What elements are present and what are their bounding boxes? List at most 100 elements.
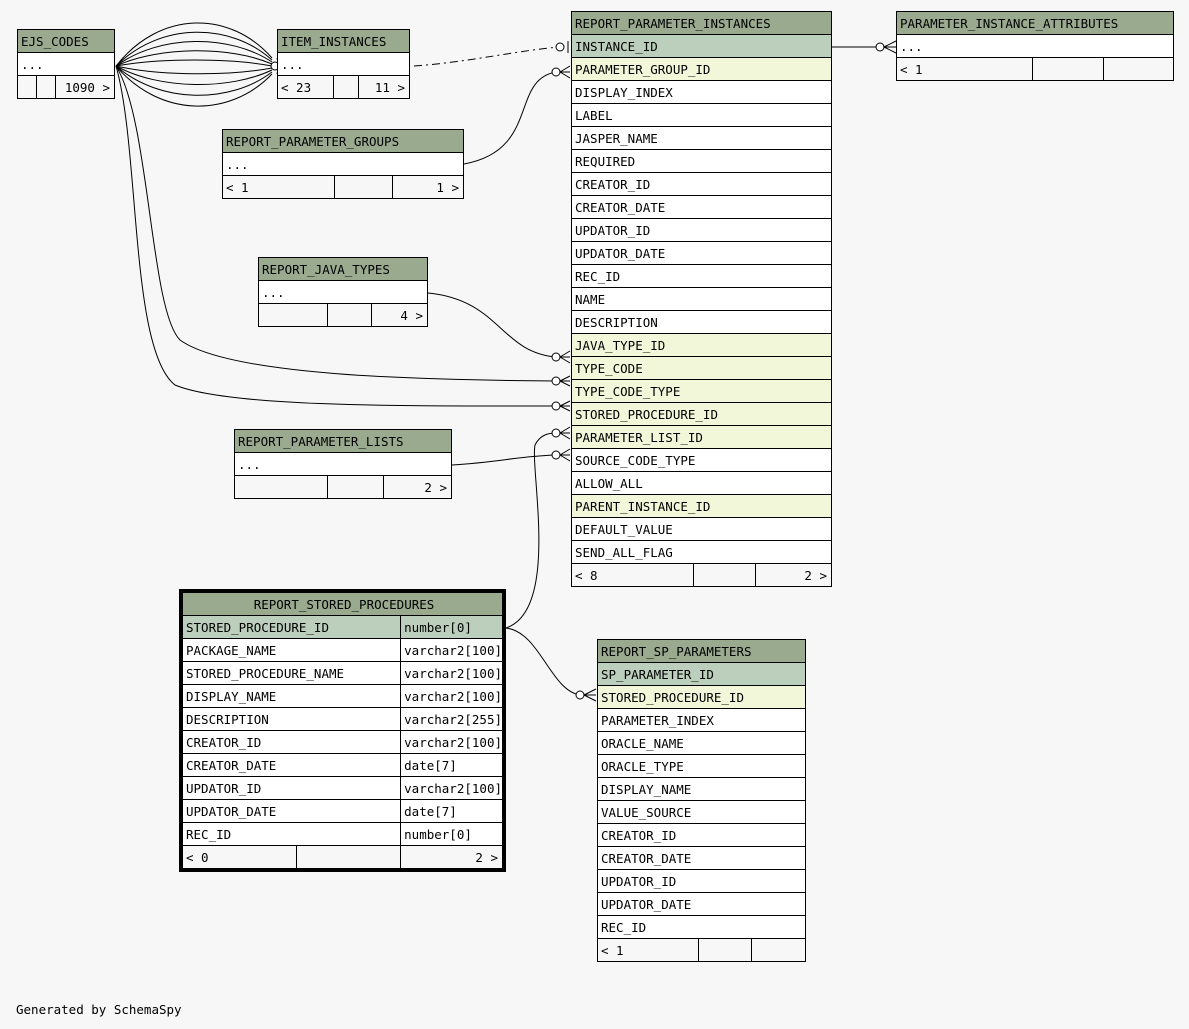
column-name: STORED_PROCEDURE_ID (571, 402, 832, 426)
parent-count: < 8 (571, 563, 694, 587)
table-report-java-types[interactable]: REPORT_JAVA_TYPES ... 4 > (258, 257, 428, 327)
column-name: SEND_ALL_FLAG (571, 540, 832, 564)
column-row[interactable]: SOURCE_CODE_TYPE (571, 448, 832, 472)
child-count (1103, 57, 1174, 81)
edge-ejs-type-code-type (115, 65, 557, 407)
column-row[interactable]: SP_PARAMETER_ID (597, 662, 806, 686)
child-count: 1 > (392, 175, 464, 199)
table-report-stored-procedures[interactable]: REPORT_STORED_PROCEDURES STORED_PROCEDUR… (179, 589, 506, 872)
child-count: 2 > (383, 475, 452, 499)
table-report-parameter-groups[interactable]: REPORT_PARAMETER_GROUPS ... < 1 1 > (222, 129, 464, 199)
parent-count: < 1 (896, 57, 1033, 81)
column-row[interactable]: LABEL (571, 103, 832, 127)
column-row[interactable]: JAVA_TYPE_ID (571, 333, 832, 357)
column-name: STORED_PROCEDURE_ID (181, 615, 402, 639)
column-row[interactable]: PARAMETER_INDEX (597, 708, 806, 732)
edge-ejs-item-5 (115, 59, 273, 67)
table-item-instances[interactable]: ITEM_INSTANCES ... < 23 11 > (277, 29, 410, 99)
column-row[interactable]: NAME (571, 287, 832, 311)
column-name: PACKAGE_NAME (181, 638, 402, 662)
edge-groups-group-id (463, 71, 557, 165)
child-count (751, 938, 806, 962)
column-row[interactable]: DEFAULT_VALUE (571, 517, 832, 541)
column-row[interactable]: JASPER_NAME (571, 126, 832, 150)
column-row[interactable]: DESCRIPTION (571, 310, 832, 334)
column-row[interactable]: CREATOR_DATE (571, 195, 832, 219)
table-ejs-codes[interactable]: EJS_CODES ... 1090 > (17, 29, 115, 99)
row-count (693, 563, 756, 587)
edge-lists (451, 454, 557, 466)
table-title[interactable]: REPORT_STORED_PROCEDURES (182, 592, 503, 616)
row-count (1032, 57, 1104, 81)
table-title[interactable]: REPORT_PARAMETER_INSTANCES (571, 11, 832, 35)
column-name: ORACLE_TYPE (597, 754, 806, 778)
column-name: UPDATOR_ID (571, 218, 832, 242)
footer-generated-by: Generated by SchemaSpy (16, 1002, 182, 1017)
table-title[interactable]: REPORT_PARAMETER_GROUPS (222, 129, 464, 153)
column-name: DEFAULT_VALUE (571, 517, 832, 541)
column-row[interactable]: PARENT_INSTANCE_ID (571, 494, 832, 518)
column-row[interactable]: REC_ID (597, 915, 806, 939)
table-title[interactable]: EJS_CODES (17, 29, 115, 53)
table-title[interactable]: PARAMETER_INSTANCE_ATTRIBUTES (896, 11, 1174, 35)
column-name: UPDATOR_ID (597, 869, 806, 893)
column-row[interactable]: PARAMETER_GROUP_ID (571, 57, 832, 81)
column-row[interactable]: STORED_PROCEDURE_ID (597, 685, 806, 709)
column-row[interactable]: REQUIRED (571, 149, 832, 173)
column-row[interactable]: UPDATOR_DATE (597, 892, 806, 916)
column-name: ALLOW_ALL (571, 471, 832, 495)
ellipsis-row: ... (17, 52, 115, 76)
child-count: 4 > (371, 303, 428, 327)
column-row[interactable]: TYPE_CODE (571, 356, 832, 380)
column-row[interactable]: UPDATOR_DATE (571, 241, 832, 265)
column-name: INSTANCE_ID (571, 34, 832, 58)
edge-ejs-item-6 (115, 65, 273, 75)
table-title[interactable]: REPORT_JAVA_TYPES (258, 257, 428, 281)
column-name: SP_PARAMETER_ID (597, 662, 806, 686)
column-row[interactable]: UPDATOR_ID (571, 218, 832, 242)
column-row[interactable]: TYPE_CODE_TYPE (571, 379, 832, 403)
row-count (36, 75, 56, 99)
column-row[interactable]: CREATOR_ID (571, 172, 832, 196)
table-title[interactable]: REPORT_SP_PARAMETERS (597, 639, 806, 663)
column-name: UPDATOR_DATE (181, 799, 402, 823)
column-row[interactable]: ORACLE_NAME (597, 731, 806, 755)
column-row[interactable]: DISPLAY_NAME (597, 777, 806, 801)
column-type: varchar2[100] (400, 638, 503, 662)
column-name: JAVA_TYPE_ID (571, 333, 832, 357)
column-row[interactable]: VALUE_SOURCE (597, 800, 806, 824)
column-name: UPDATOR_DATE (597, 892, 806, 916)
column-row[interactable]: CREATOR_DATE (597, 846, 806, 870)
row-count (698, 938, 752, 962)
row-count (327, 303, 372, 327)
column-name: STORED_PROCEDURE_NAME (181, 661, 402, 685)
column-row[interactable]: SEND_ALL_FLAG (571, 540, 832, 564)
column-row[interactable]: ALLOW_ALL (571, 471, 832, 495)
table-parameter-instance-attributes[interactable]: PARAMETER_INSTANCE_ATTRIBUTES ... < 1 (896, 11, 1174, 81)
column-name: REC_ID (597, 915, 806, 939)
edge-ejs-item-3 (115, 41, 273, 67)
column-row[interactable]: UPDATOR_ID (597, 869, 806, 893)
table-title[interactable]: ITEM_INSTANCES (277, 29, 410, 53)
column-row[interactable]: PARAMETER_LIST_ID (571, 425, 832, 449)
column-row[interactable]: CREATOR_ID (597, 823, 806, 847)
column-row[interactable]: ORACLE_TYPE (597, 754, 806, 778)
column-row[interactable]: REC_ID (571, 264, 832, 288)
column-row[interactable]: DISPLAY_INDEX (571, 80, 832, 104)
column-row[interactable]: STORED_PROCEDURE_ID (571, 402, 832, 426)
table-title[interactable]: REPORT_PARAMETER_LISTS (234, 429, 452, 453)
table-report-parameter-lists[interactable]: REPORT_PARAMETER_LISTS ... 2 > (234, 429, 452, 499)
column-row[interactable]: INSTANCE_ID (571, 34, 832, 58)
